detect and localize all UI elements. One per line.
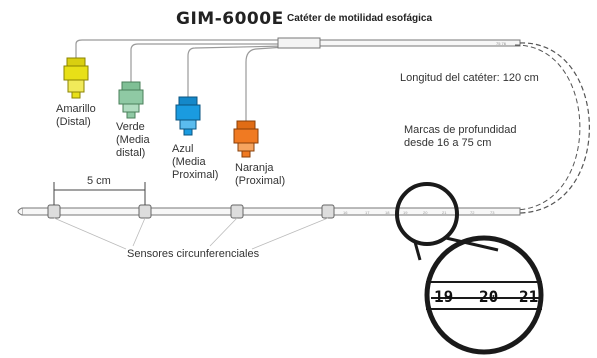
svg-text:21: 21 — [442, 210, 447, 215]
svg-text:17: 17 — [365, 210, 370, 215]
label-yellow: Amarillo (Distal) — [56, 103, 96, 129]
label-blue-line3: Proximal) — [172, 169, 219, 181]
svg-text:75 76: 75 76 — [496, 41, 507, 46]
spacing-label: 5 cm — [87, 175, 111, 187]
label-blue-line1: Azul — [172, 143, 194, 155]
label-yellow-line2: (Distal) — [56, 116, 91, 128]
svg-text:19: 19 — [403, 210, 408, 215]
label-orange-line2: (Proximal) — [235, 175, 286, 187]
svg-text:20: 20 — [423, 210, 428, 215]
lower-tube: 16 17 18 19 20 21 72 73 — [17, 204, 521, 219]
label-green-line3: distal) — [116, 147, 146, 159]
sensor-2 — [138, 204, 152, 219]
sensor-3 — [230, 204, 244, 219]
upper-tube: 75 76 — [277, 37, 521, 49]
connector-yellow — [63, 57, 89, 99]
connector-leads — [75, 39, 286, 121]
label-green-line1: Verde — [116, 121, 145, 133]
connector-green — [118, 81, 144, 119]
label-blue-line2: (Media — [172, 156, 206, 168]
connector-blue — [175, 96, 201, 136]
depth-marks-line2: desde 16 a 75 cm — [404, 137, 492, 149]
mag-mark-19: 19 — [434, 287, 454, 306]
svg-text:16: 16 — [343, 210, 348, 215]
mag-mark-20: 20 — [479, 287, 499, 306]
label-green: Verde (Media distal) — [116, 121, 150, 160]
label-orange: Naranja (Proximal) — [235, 162, 285, 188]
svg-text:18: 18 — [385, 210, 390, 215]
label-blue: Azul (Media Proximal) — [172, 143, 218, 182]
sensor-leaders — [53, 217, 329, 250]
spacing-bracket — [53, 182, 146, 205]
depth-marks-label: Marcas de profundidad desde 16 a 75 cm — [404, 124, 517, 150]
magnifier — [395, 182, 544, 355]
sensors-label: Sensores circunferenciales — [127, 248, 260, 260]
label-yellow-line1: Amarillo — [56, 103, 96, 115]
dashed-loop — [519, 42, 590, 214]
svg-text:72: 72 — [470, 210, 475, 215]
label-green-line2: (Media — [116, 134, 150, 146]
label-orange-line1: Naranja — [235, 162, 274, 174]
depth-marks-line1: Marcas de profundidad — [404, 124, 517, 136]
sensor-4 — [321, 204, 335, 219]
model-title: GIM-6000E — [176, 9, 284, 29]
connector-orange — [233, 120, 259, 158]
catheter-length: Longitud del catéter: 120 cm — [400, 72, 539, 84]
mag-mark-21: 21 — [519, 287, 539, 306]
sensor-1 — [47, 204, 61, 219]
svg-text:73: 73 — [490, 210, 495, 215]
catheter-description: Catéter de motilidad esofágica — [287, 13, 433, 24]
